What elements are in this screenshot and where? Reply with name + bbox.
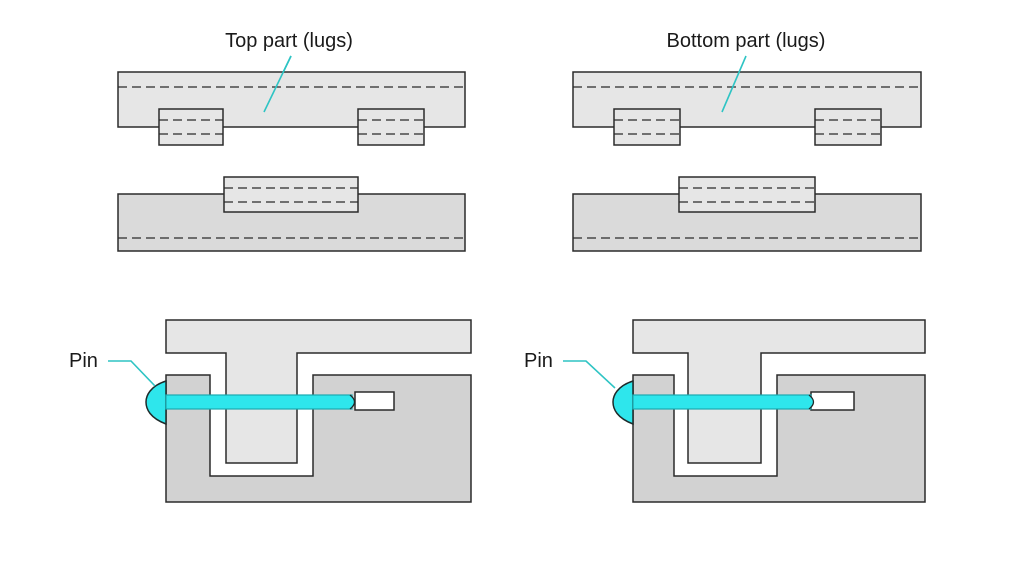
right-bottom-lug xyxy=(678,176,816,213)
right-title: Bottom part (lugs) xyxy=(667,30,826,52)
left-pin-label: Pin xyxy=(69,350,98,372)
right-top-lug-2 xyxy=(814,108,882,146)
left-top-lug-1 xyxy=(158,108,224,146)
left-bottom-lug xyxy=(223,176,359,213)
right-top-part xyxy=(572,55,922,146)
left-assembly-top-part xyxy=(165,319,472,464)
left-top-lug-2 xyxy=(357,108,425,146)
right-pin-head xyxy=(612,379,634,426)
right-title-leader xyxy=(721,55,747,113)
right-pin-leader xyxy=(563,360,616,389)
left-top-part xyxy=(117,55,466,146)
left-pin xyxy=(145,379,356,426)
left-assembly-bottom-part xyxy=(165,374,472,503)
left-pin-head xyxy=(145,379,167,426)
left-pin-leader xyxy=(108,360,156,387)
right-pin-hole xyxy=(810,391,855,411)
right-pin-label: Pin xyxy=(524,350,553,372)
left-title: Top part (lugs) xyxy=(225,30,353,52)
left-bottom-part xyxy=(117,176,466,252)
left-assembly: Pin xyxy=(69,319,472,503)
right-pin xyxy=(612,379,815,426)
right-assembly-top-part xyxy=(632,319,926,464)
left-pin-hole xyxy=(354,391,395,411)
right-pin-shaft xyxy=(632,394,812,410)
left-column: Top part (lugs) xyxy=(69,30,472,503)
left-pin-shaft xyxy=(165,394,353,410)
right-assembly: Pin xyxy=(524,319,926,503)
right-top-lug-1 xyxy=(613,108,681,146)
right-assembly-bottom-part xyxy=(632,374,926,503)
right-column: Bottom part (lugs) xyxy=(524,30,926,503)
right-bottom-part xyxy=(572,176,922,252)
